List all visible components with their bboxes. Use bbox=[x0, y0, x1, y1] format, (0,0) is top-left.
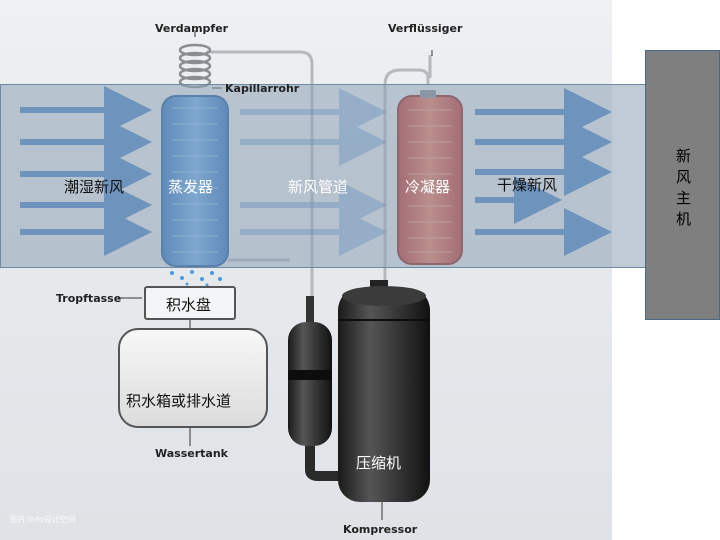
capillary-de-label: Kapillarrohr bbox=[225, 82, 300, 95]
fresh-air-host-unit: 新 风 主 机 bbox=[645, 50, 720, 320]
humid-air-label: 潮湿新风 bbox=[64, 178, 125, 196]
accumulator bbox=[288, 296, 342, 481]
dry-air-label: 干燥新风 bbox=[497, 176, 558, 194]
water-tank bbox=[118, 328, 268, 428]
fresh-air-host-label: 新 风 主 机 bbox=[675, 147, 691, 228]
capillary-coil bbox=[178, 30, 222, 89]
water-drops bbox=[170, 270, 222, 287]
tank-or-drain-label: 积水箱或排水道 bbox=[126, 392, 232, 410]
drip-tray-de-label: Tropftasse bbox=[56, 292, 122, 305]
evaporator-de-label: Verdampfer bbox=[155, 22, 229, 35]
drip-tray-label: 积水盘 bbox=[166, 296, 212, 314]
compressor bbox=[338, 280, 430, 502]
drip-tray bbox=[144, 286, 236, 320]
water-tank-de-label: Wassertank bbox=[155, 447, 228, 460]
duct-label: 新风管道 bbox=[288, 178, 349, 196]
condenser-label: 冷凝器 bbox=[405, 178, 451, 196]
watermark: 图片/info设计空间 bbox=[10, 515, 76, 524]
evaporator-label: 蒸发器 bbox=[168, 178, 214, 196]
compressor-label: 压缩机 bbox=[356, 454, 402, 472]
fresh-air-duct-band bbox=[0, 84, 646, 268]
condenser-de-label: Verflüssiger bbox=[388, 22, 463, 35]
compressor-de-label: Kompressor bbox=[343, 523, 418, 536]
